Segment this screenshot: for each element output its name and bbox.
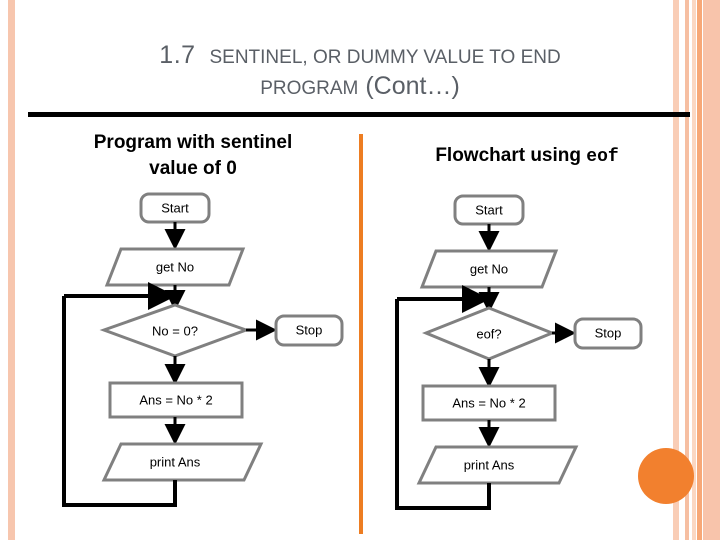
right-start-label: Start xyxy=(475,202,503,218)
decorative-stripe-left xyxy=(8,0,15,540)
left-stop-shape xyxy=(274,314,344,347)
decorative-stripe-right-1 xyxy=(673,0,679,540)
title-second-caps: program xyxy=(260,77,359,99)
title-number: 1.7 xyxy=(159,41,196,69)
decorative-circle xyxy=(638,448,694,504)
left-decision-label: No = 0? xyxy=(152,323,198,339)
left-loop-back-path xyxy=(62,296,177,507)
left-output-shape xyxy=(101,442,264,482)
left-heading-line-1: Program with sentinel xyxy=(93,132,293,153)
right-output-label: print Ans xyxy=(463,457,515,473)
right-output-shape xyxy=(416,445,579,485)
left-heading-line-2: value of 0 xyxy=(149,157,237,179)
left-stop-label: Stop xyxy=(295,322,323,338)
left-panel-heading: Program with sentinel value of 0 xyxy=(48,130,338,181)
title-line-2: program (Cont…) xyxy=(28,71,692,102)
decorative-stripe-right-2 xyxy=(685,0,689,540)
right-heading-mono: eof xyxy=(586,147,619,167)
right-heading-text: Flowchart using xyxy=(435,145,581,166)
right-panel-heading: Flowchart using eof xyxy=(382,143,672,169)
left-input-shape xyxy=(104,247,246,287)
right-flowchart xyxy=(395,194,643,510)
decorative-stripe-right-4 xyxy=(697,0,702,540)
left-output-label: print Ans xyxy=(149,454,201,470)
decorative-stripe-right-3 xyxy=(692,0,696,540)
left-process-label: Ans = No * 2 xyxy=(139,392,213,408)
right-stop-shape xyxy=(573,317,643,350)
right-input-shape xyxy=(419,249,559,289)
left-input-label: get No xyxy=(155,259,195,275)
decorative-stripe-right-5 xyxy=(703,0,720,540)
right-process-shape xyxy=(421,384,557,422)
title-underline-rule xyxy=(28,112,690,117)
slide-title: 1.7 Sentinel, or dummy value to end prog… xyxy=(28,40,692,101)
title-main-caps: Sentinel, or dummy value to end xyxy=(209,47,561,68)
right-loop-back-path xyxy=(395,299,491,510)
left-flowchart xyxy=(62,192,344,507)
title-line-1: 1.7 Sentinel, or dummy value to end xyxy=(28,40,692,71)
right-stop-label: Stop xyxy=(594,325,622,341)
column-divider xyxy=(359,134,363,534)
right-decision-label: eof? xyxy=(476,326,502,342)
title-cont: (Cont…) xyxy=(365,71,460,100)
right-process-label: Ans = No * 2 xyxy=(452,395,526,411)
right-input-label: get No xyxy=(469,261,509,277)
left-start-label: Start xyxy=(161,200,189,216)
